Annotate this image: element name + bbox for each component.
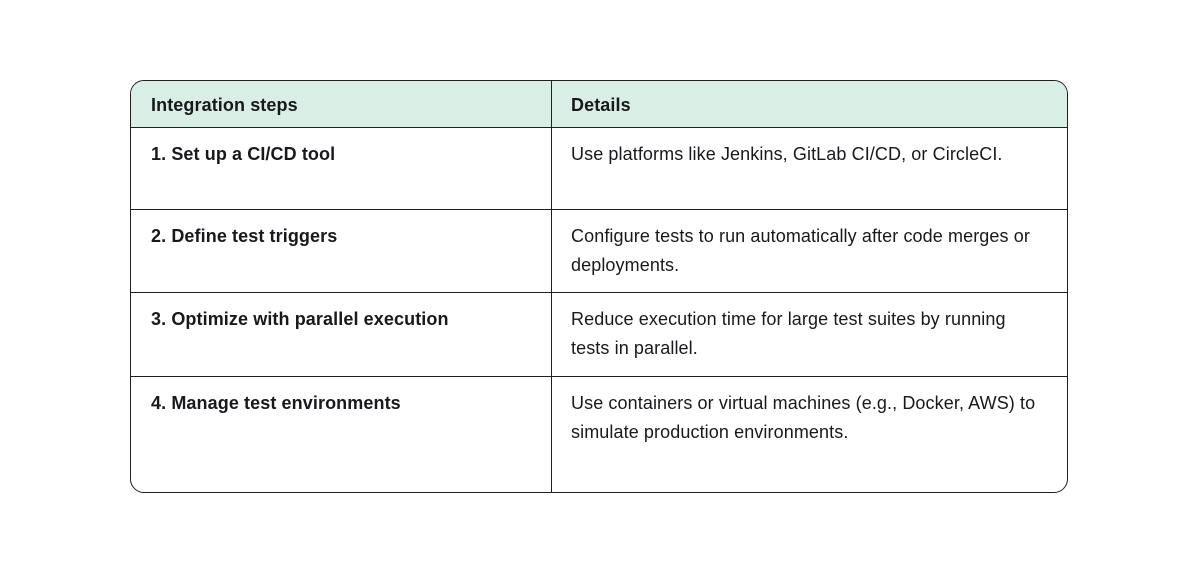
integration-steps-table: Integration steps Details 1. Set up a CI… <box>130 80 1068 493</box>
header-cell-details: Details <box>552 81 1067 128</box>
details-cell: Use containers or virtual machines (e.g.… <box>571 393 1036 442</box>
step-cell: 1. Set up a CI/CD tool <box>131 128 552 210</box>
details-cell: Use platforms like Jenkins, GitLab CI/CD… <box>552 128 1067 210</box>
step-cell: 2. Define test triggers <box>131 210 552 293</box>
details-cell: Reduce execution time for large test sui… <box>552 293 1067 377</box>
step-cell: 3. Optimize with parallel execution <box>131 293 552 377</box>
step-cell: 4. Manage test environments <box>131 377 552 492</box>
details-cell: Configure tests to run automatically aft… <box>552 210 1067 293</box>
header-cell-integration-steps: Integration steps <box>131 81 552 128</box>
